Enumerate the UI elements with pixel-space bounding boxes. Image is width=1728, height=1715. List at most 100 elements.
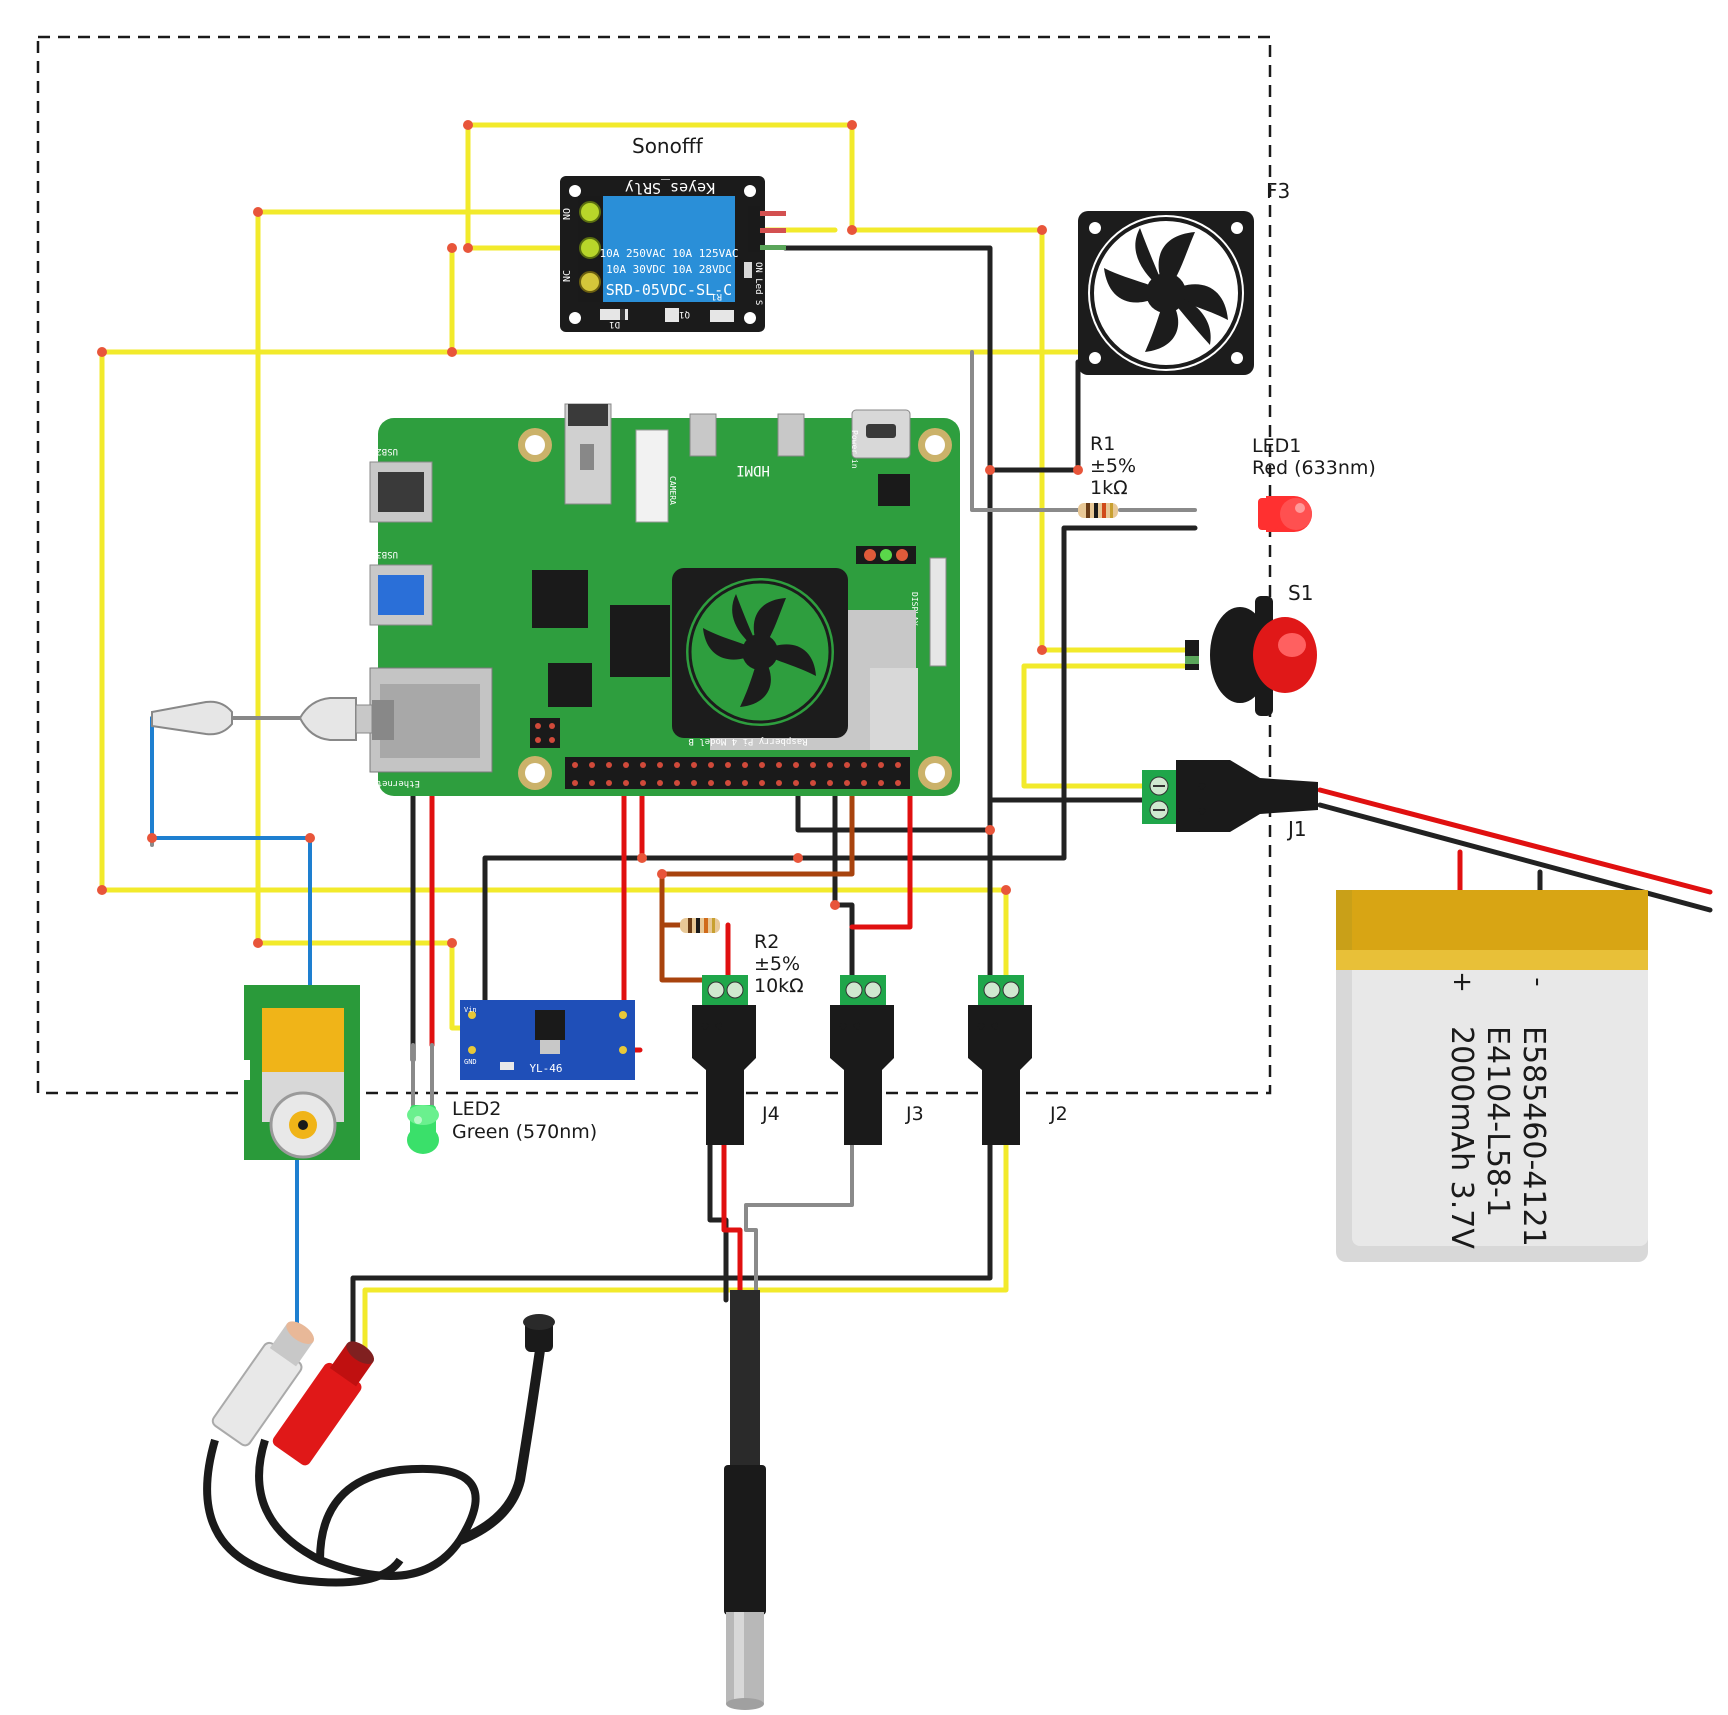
wire-red-j4-down xyxy=(721,1142,743,1303)
wire-gray-led1 xyxy=(970,350,1082,512)
svg-text:⊖ ⊕: ⊖ ⊕ xyxy=(700,1019,724,1033)
led2-green[interactable] xyxy=(407,1105,439,1154)
led1-red[interactable] xyxy=(1258,496,1312,532)
svg-text:⊕: ⊕ xyxy=(1197,779,1207,793)
relay-diode xyxy=(600,309,628,320)
pi-hdmi-label: HDMI xyxy=(736,462,770,478)
battery-line-1: E585460-4121 xyxy=(1516,1026,1551,1247)
j3-label: J3 xyxy=(905,1103,924,1125)
relay-screw-com xyxy=(579,237,601,259)
wire-black-led1 xyxy=(482,525,1198,1048)
pi-display-label: DISPLAY xyxy=(910,592,919,626)
relay-screw-nc xyxy=(579,201,601,223)
r1-name-label: R1 xyxy=(1090,433,1115,455)
fan-f3[interactable] xyxy=(1078,211,1254,375)
connector-j4[interactable]: ⊖ ⊕ xyxy=(692,975,756,1145)
dc-jack-j1[interactable]: ⊕ ⊖ xyxy=(1142,760,1318,832)
relay-nc-label: NC xyxy=(562,270,573,282)
resistor-r1[interactable] xyxy=(1078,503,1118,518)
rca-white-plug xyxy=(211,1321,315,1447)
pi-model-label: Raspberry Pi 4 Model B xyxy=(688,736,807,746)
wire-blue-mic-sig xyxy=(150,716,312,994)
battery-pack[interactable] xyxy=(1336,890,1648,1262)
rca-red-plug xyxy=(272,1341,375,1466)
pi-usb3-label: USB3 xyxy=(376,549,398,559)
pi-gpio-pins xyxy=(572,762,901,786)
led1-desc-label: Red (633nm) xyxy=(1252,457,1376,479)
svg-text:⊖: ⊖ xyxy=(1197,804,1207,818)
relay-no-label: NO xyxy=(562,208,573,220)
relay-coil-box xyxy=(603,196,735,302)
wire-black-pi-j2 xyxy=(795,785,993,833)
converter-vin: Vin xyxy=(464,1006,477,1014)
relay-pin-header xyxy=(748,206,760,252)
blue-wires xyxy=(150,716,312,1337)
battery-line-3: 2000mAh 3.7V xyxy=(1444,1026,1479,1249)
connector-j2[interactable]: ⊖ ⊕ xyxy=(968,975,1032,1145)
wire-black-j2-down xyxy=(350,1142,993,1369)
wire-black-relay-gnd xyxy=(782,245,993,1148)
battery-plus: + xyxy=(1447,971,1477,993)
relay-rating-1: 10A 250VAC 10A 125VAC xyxy=(599,247,738,260)
pi-usb2-label: USB2 xyxy=(376,446,398,456)
relay-model: SRD-05VDC-SL-C xyxy=(606,281,732,299)
relay-r1 xyxy=(710,310,734,322)
j2-label: J2 xyxy=(1049,1103,1068,1125)
junction-dots xyxy=(97,120,1083,948)
electret-mic xyxy=(458,1314,555,1545)
pi-display-connector xyxy=(929,557,947,667)
temperature-probe xyxy=(724,1290,766,1710)
pi-camera-label: CAMERA xyxy=(668,476,677,505)
led1-name-label: LED1 xyxy=(1252,435,1301,457)
wire-black-j4-down xyxy=(707,1142,729,1303)
relay-label: Sonofff xyxy=(632,134,704,158)
relay-screw-no xyxy=(579,271,601,293)
r1-tolerance-label: ±5% xyxy=(1090,455,1136,477)
relay-rating-2: 10A 30VDC 10A 28VDC xyxy=(606,263,732,276)
pi-led-3 xyxy=(896,549,908,561)
wire-yellow-relay-nc xyxy=(255,209,588,1031)
pi-led-1 xyxy=(864,549,876,561)
r1-value-label: 1kΩ xyxy=(1090,477,1128,499)
pi-hdmi0-port[interactable] xyxy=(689,413,717,457)
wire-yellow-sensor-out xyxy=(362,1142,1009,1369)
pi-chip-eth xyxy=(548,663,592,707)
resistor-r2[interactable] xyxy=(680,918,720,933)
converter-gnd: GND xyxy=(464,1058,477,1066)
pi-chip-ram xyxy=(610,605,670,677)
svg-text:⊖ ⊕: ⊖ ⊕ xyxy=(838,1019,862,1033)
pi-chip-pmic xyxy=(878,474,910,506)
relay-brand-text: Keyes_SRly xyxy=(625,179,715,197)
switch-s1[interactable] xyxy=(1185,596,1317,716)
relay-q1-label: Q1 xyxy=(679,309,690,319)
relay-led xyxy=(744,262,752,278)
pi-ethernet-label: Ethernet xyxy=(377,778,420,788)
wire-gray-j3-down xyxy=(744,1143,854,1302)
wire-red-battery xyxy=(1317,787,1713,895)
relay-q1 xyxy=(665,308,679,322)
pi-power-label: Power in xyxy=(850,430,859,469)
connector-j3[interactable]: ⊖ ⊕ xyxy=(830,975,894,1145)
r2-value-label: 10kΩ xyxy=(754,975,804,997)
r2-tolerance-label: ±5% xyxy=(754,953,800,975)
wire-black-fan-gnd xyxy=(987,359,1081,473)
audio-plug-cable xyxy=(151,697,373,741)
pi-led-2 xyxy=(880,549,892,561)
pi-camera-connector xyxy=(635,429,669,523)
raspberry-pi-board[interactable]: USB2 USB3 Ethernet CAMERA HDMI Power in xyxy=(369,403,960,796)
converter-name: YL-46 xyxy=(529,1062,562,1075)
pi-gpio-header[interactable] xyxy=(565,757,910,789)
s1-label: S1 xyxy=(1288,581,1313,605)
r2-name-label: R2 xyxy=(754,931,779,953)
wire-yellow-switch-2 xyxy=(1021,663,1195,789)
j1-label: J1 xyxy=(1286,817,1307,841)
relay-d1-label: D1 xyxy=(609,319,620,329)
battery-minus: - xyxy=(1523,977,1553,986)
converter-yl46[interactable] xyxy=(460,1000,635,1080)
relay-module[interactable]: Keyes_SRly 10A 250VAC 10A 125VAC 10A 30V… xyxy=(560,176,786,332)
led2-desc-label: Green (570nm) xyxy=(452,1121,597,1143)
fan-label: F3 xyxy=(1266,179,1290,203)
pi-hdmi1-port[interactable] xyxy=(777,413,805,457)
microphone-module[interactable] xyxy=(244,985,360,1160)
battery-line-2: E4104-L58-1 xyxy=(1480,1026,1515,1217)
